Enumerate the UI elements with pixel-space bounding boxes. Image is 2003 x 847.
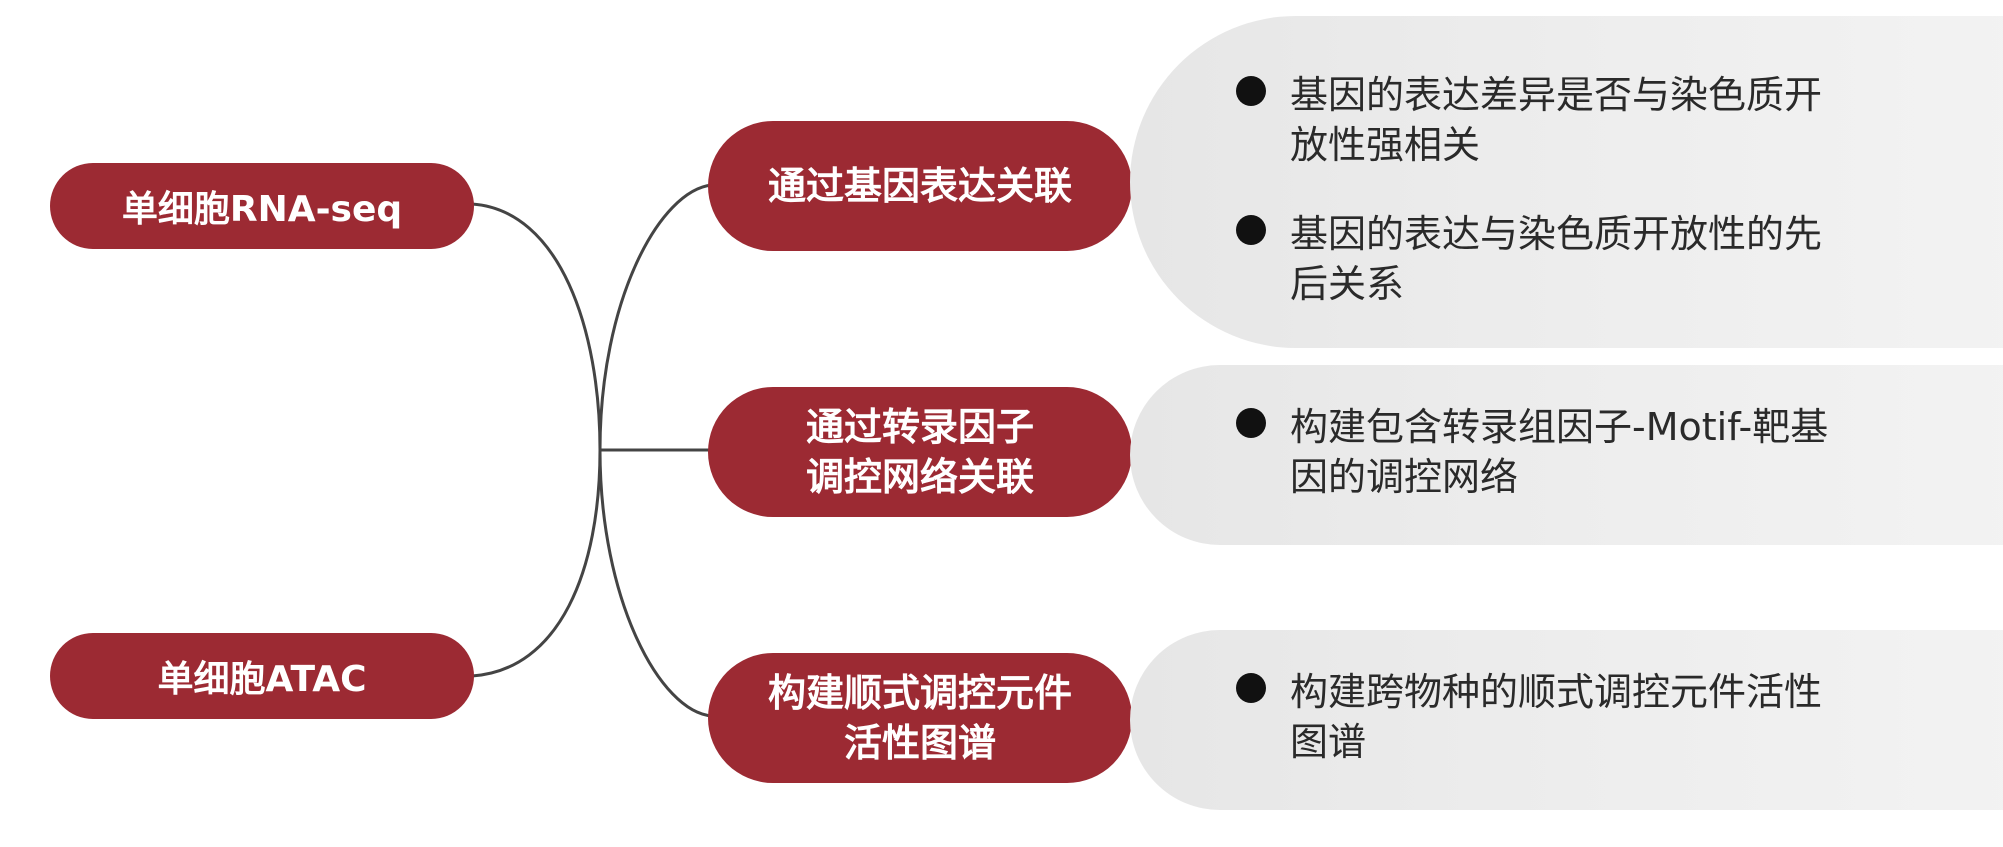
bullet-dot [1236,215,1266,245]
source-pill-scatac: 单细胞ATAC [50,633,474,719]
bullet-dot [1236,408,1266,438]
method-pill-gene-expression: 通过基因表达关联 [708,121,1132,251]
bullet-text: 构建包含转录组因子-Motif-靶基因的调控网络 [1290,405,1829,499]
method-pill-tf-network: 通过转录因子 调控网络关联 [708,387,1132,517]
connector-rnaseq-to-hub [471,202,602,451]
bullet-text: 构建跨物种的顺式调控元件活性图谱 [1290,670,1823,764]
source-pill-scrnaseq: 单细胞RNA-seq [50,163,474,249]
method-pill-cis-regulatory: 构建顺式调控元件 活性图谱 [708,653,1132,783]
bullet-dot [1236,673,1266,703]
detail-panel-gene-expression [1130,16,2003,348]
connector-hub-to-method-3 [598,449,713,718]
connector-atac-to-hub [471,449,602,678]
detail-panel-cis-regulatory [1130,630,2003,810]
bullet-text: 基因的表达与染色质开放性的先后关系 [1290,212,1823,306]
bullet-text: 基因的表达差异是否与染色质开放性强相关 [1290,73,1823,167]
detail-panel-tf-network [1130,365,2003,545]
bullet-dot [1236,76,1266,106]
connector-hub-to-method-1 [598,183,713,451]
